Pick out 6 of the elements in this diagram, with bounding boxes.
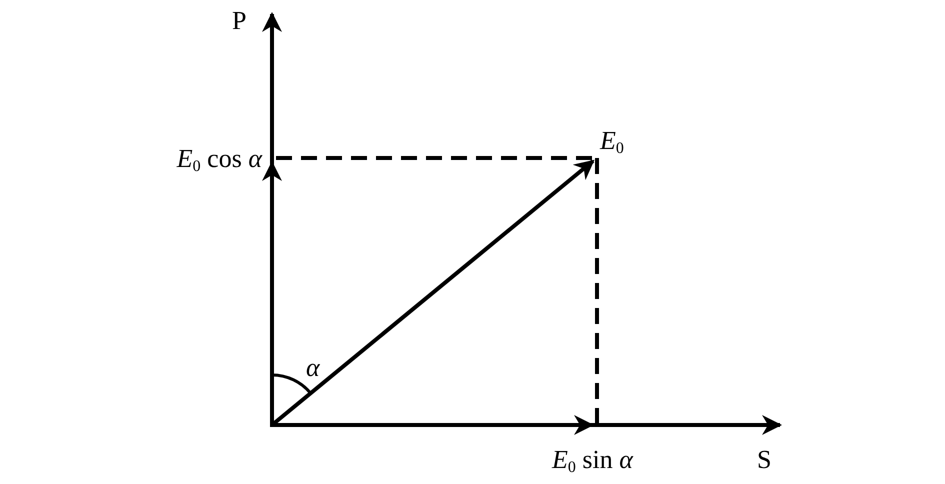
component-label: E$_{0}$ cos α [176, 146, 262, 175]
component-label: E$_{0}$ sin α [552, 447, 633, 476]
axis-label: S [757, 447, 772, 473]
axis-label: P [232, 8, 246, 34]
angle-label: α [306, 355, 320, 381]
vector-label: E$_{0}$ [600, 128, 624, 157]
